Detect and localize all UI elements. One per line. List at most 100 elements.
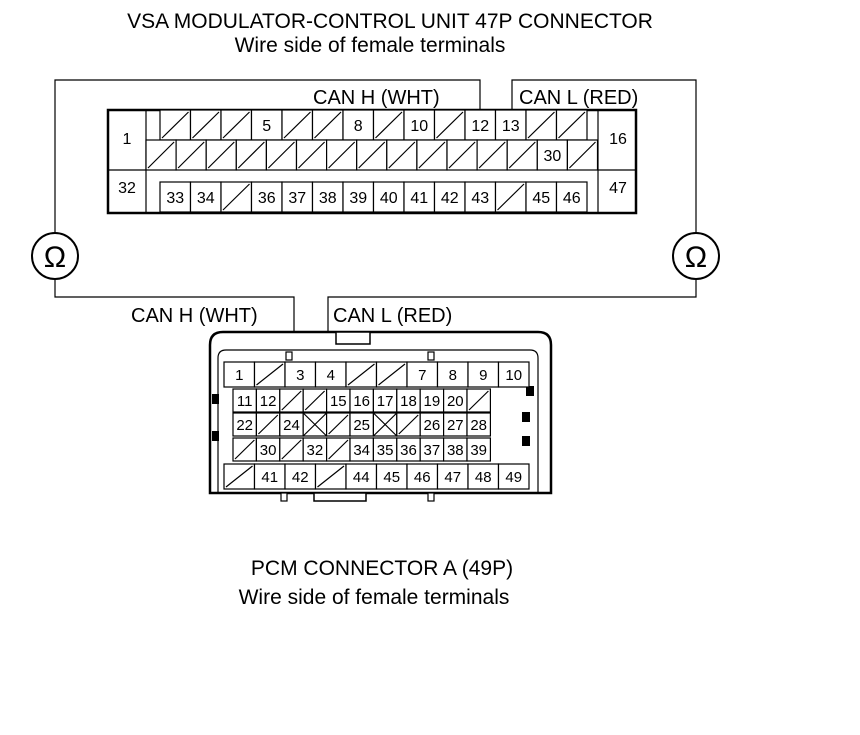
vsa-row2-empty-cavity xyxy=(388,141,416,169)
vsa-pin-47: 47 xyxy=(609,180,627,197)
pcm-row5-pin-48: 48 xyxy=(475,469,492,486)
pcm-row3-blocked-cavity xyxy=(372,412,398,437)
vsa-row3-cavity xyxy=(555,181,588,213)
vsa-row2-pin-30: 30 xyxy=(543,148,561,165)
vsa-row2-empty-cavity xyxy=(207,141,235,169)
vsa-row2-empty-cavity xyxy=(448,141,476,169)
pcm-row3-pin-25: 25 xyxy=(353,417,370,434)
vsa-can-h-label: CAN H (WHT) xyxy=(313,87,440,109)
vsa-row1-pin-10: 10 xyxy=(410,118,428,135)
pcm-row1-pin-7: 7 xyxy=(418,367,426,384)
vsa-row3-pin-40: 40 xyxy=(380,190,398,207)
vsa-row3-pin-43: 43 xyxy=(471,190,489,207)
vsa-can-l-label-bg xyxy=(516,84,668,110)
vsa-row1-empty-cavity xyxy=(283,111,311,139)
meter-wires xyxy=(54,79,697,358)
pcm-row5-pin-49: 49 xyxy=(505,469,522,486)
vsa-pin-16: 16 xyxy=(609,131,627,148)
vsa-row2-empty-cavity xyxy=(147,141,175,169)
pcm-connector-title: PCM CONNECTOR A (49P) xyxy=(251,557,513,580)
vsa-row2-empty-cavity xyxy=(418,141,446,169)
pcm-can-h-label-bg xyxy=(128,302,290,328)
left-ohmmeter-circle xyxy=(31,232,79,280)
pcm-row5-pin-41: 41 xyxy=(261,469,278,486)
pcm-row1-cavity xyxy=(314,361,347,388)
vsa-row3-pin-41: 41 xyxy=(410,190,428,207)
pcm-row1-empty-cavity xyxy=(347,363,375,386)
pcm-row3-empty-cavity xyxy=(257,414,279,435)
vsa-row3-cavity xyxy=(525,181,558,213)
pcm-top-latch xyxy=(335,331,371,345)
pcm-row2-pin-12: 12 xyxy=(260,393,277,410)
pcm-row5-cavity xyxy=(375,463,408,490)
vsa-connector-subtitle: Wire side of female terminals xyxy=(235,34,506,57)
pcm-can-h-label: CAN H (WHT) xyxy=(131,305,258,327)
pcm-row1-empty-cavity xyxy=(378,363,406,386)
pcm-row5-empty-cavity xyxy=(317,465,345,488)
pcm-row1-pin-4: 4 xyxy=(327,367,335,384)
vsa-row3-pin-39: 39 xyxy=(349,190,367,207)
vsa-row2-empty-cavity xyxy=(508,141,536,169)
pcm-row5-cavity xyxy=(436,463,469,490)
vsa-row1-empty-cavity xyxy=(527,111,555,139)
vsa-row1-empty-cavity xyxy=(222,111,250,139)
pcm-can-l-label-bg xyxy=(330,302,484,328)
vsa-row1-empty-cavity xyxy=(375,111,403,139)
pcm-row4-pin-32: 32 xyxy=(307,442,324,459)
vsa-connector-title: VSA MODULATOR-CONTROL UNIT 47P CONNECTOR xyxy=(127,10,653,33)
pcm-row3-empty-cavity xyxy=(398,414,419,435)
pcm-row2-pin-15: 15 xyxy=(330,393,347,410)
vsa-row3-empty-cavity xyxy=(497,183,525,211)
pcm-row5-cavity xyxy=(284,463,317,490)
vsa-row3-pin-46: 46 xyxy=(563,190,581,207)
right-ohm-icon: Ω xyxy=(685,241,707,274)
left-ohm-icon: Ω xyxy=(44,241,66,274)
vsa-row3-cavity xyxy=(189,181,222,213)
vsa-row3-pin-33: 33 xyxy=(166,190,184,207)
vsa-row2-empty-cavity xyxy=(177,141,205,169)
pcm-row5-pin-42: 42 xyxy=(292,469,309,486)
pcm-row2-pin-18: 18 xyxy=(400,393,417,410)
vsa-row3-cavity xyxy=(433,181,466,213)
vsa-row2-empty-cavity xyxy=(237,141,265,169)
pcm-row1-cavity xyxy=(467,361,500,388)
pcm-row1-pin-9: 9 xyxy=(479,367,487,384)
vsa-pin-1: 1 xyxy=(123,131,132,148)
pcm-row1-empty-cavity xyxy=(256,363,284,386)
vsa-row2-empty-cavity xyxy=(298,141,326,169)
vsa-row3-pin-42: 42 xyxy=(441,190,459,207)
pcm-row1-pin-1: 1 xyxy=(235,367,243,384)
vsa-row1-empty-cavity xyxy=(192,111,220,139)
pcm-can-l-label: CAN L (RED) xyxy=(333,305,452,327)
pcm-row1-pin-10: 10 xyxy=(505,367,522,384)
pcm-row1-cavity xyxy=(406,361,439,388)
pcm-row2-empty-cavity xyxy=(468,390,489,411)
pcm-row4-pin-39: 39 xyxy=(470,442,487,459)
vsa-row1-pin-5: 5 xyxy=(262,118,271,135)
vsa-row2-empty-cavity xyxy=(478,141,506,169)
pcm-row3-pin-27: 27 xyxy=(447,417,464,434)
vsa-row1-pin-13: 13 xyxy=(502,118,520,135)
vsa-can-h-label-bg xyxy=(310,84,474,110)
pcm-row3-cavity xyxy=(466,412,491,437)
pcm-row3-pin-28: 28 xyxy=(470,417,487,434)
vsa-row3-cavity xyxy=(281,181,314,213)
vsa-row2-empty-cavity xyxy=(568,141,596,169)
vsa-row2-empty-cavity xyxy=(328,141,356,169)
pcm-row1-pin-8: 8 xyxy=(449,367,457,384)
pcm-row1-cavity xyxy=(223,361,256,388)
pcm-row4-empty-cavity xyxy=(281,439,302,460)
pcm-row4-pin-38: 38 xyxy=(447,442,464,459)
vsa-row1-empty-cavity xyxy=(314,111,342,139)
pcm-row4-pin-36: 36 xyxy=(400,442,417,459)
vsa-row3-cavity xyxy=(372,181,405,213)
right-ohmmeter: Ω xyxy=(672,232,720,280)
pcm-row3-pin-26: 26 xyxy=(424,417,441,434)
left-ohmmeter: Ω xyxy=(31,232,79,280)
vsa-row1-pin-8: 8 xyxy=(354,118,363,135)
vsa-pin-32: 32 xyxy=(118,180,136,197)
pcm-row3-empty-cavity xyxy=(328,414,349,435)
